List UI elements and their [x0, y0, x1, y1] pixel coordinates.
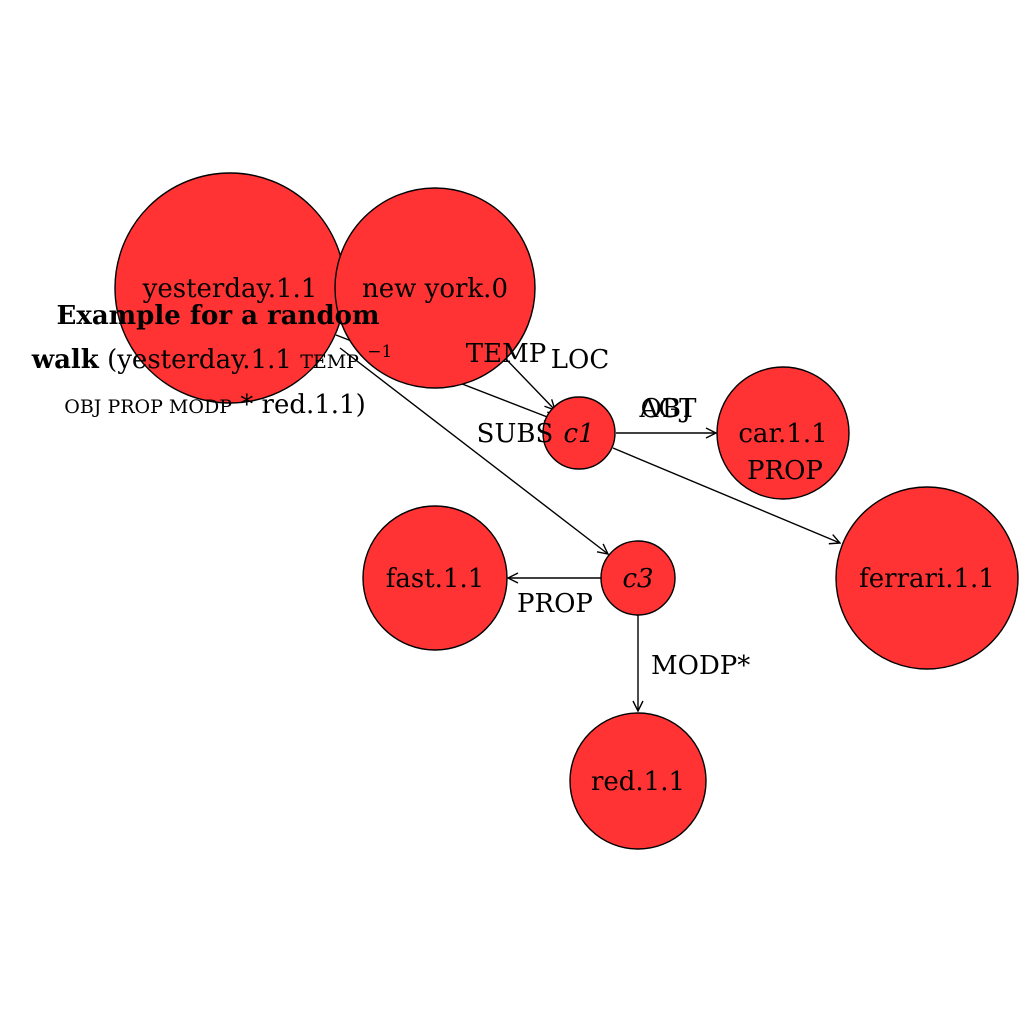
caption-end: * red.1.1): [240, 390, 365, 420]
edge-newyork-c1: [504, 357, 555, 410]
edge-label-obj: OBJ: [641, 394, 692, 424]
caption-sup: −1: [367, 342, 392, 362]
edge-yesterday-c3: [339, 347, 608, 554]
edge-c1-ferrari: [612, 447, 840, 543]
caption-line-1: Example for a random: [57, 301, 380, 331]
caption-prefix: (yesterday.1.1: [107, 345, 300, 375]
caption-temp: TEMP: [300, 351, 359, 373]
node-newyork: [334, 187, 536, 389]
node-label-c3: c3: [622, 564, 653, 594]
caption-line-2: walk (yesterday.1.1 TEMP −1: [31, 342, 393, 375]
node-label-red: red.1.1: [591, 767, 685, 797]
edge-label-loc: LOC: [551, 345, 609, 375]
caption-line-3: OBJ PROP MODP * red.1.1): [64, 390, 365, 420]
node-c1: [542, 396, 616, 470]
node-car: [716, 366, 850, 500]
edge-label-temp: TEMP: [466, 339, 546, 369]
edge-label-prop-fast: PROP: [517, 589, 593, 619]
caption-walk: walk: [31, 345, 100, 375]
node-label-newyork: new york.0: [362, 274, 508, 304]
edge-label-prop-car: PROP: [747, 456, 823, 486]
node-label-fast: fast.1.1: [386, 564, 485, 594]
node-label-yesterday: yesterday.1.1: [142, 274, 318, 304]
edge-label-subs: SUBS: [477, 419, 554, 449]
caption: Example for a random walk (yesterday.1.1…: [31, 301, 393, 420]
node-label-c1: c1: [563, 419, 594, 449]
node-ferrari: [835, 486, 1019, 670]
node-red: [569, 712, 707, 850]
node-label-car: car.1.1: [738, 419, 827, 449]
edge-label-agt: AGT: [639, 394, 698, 424]
caption-obj-prop-modp: OBJ PROP MODP: [64, 396, 232, 418]
node-fast: [362, 505, 508, 651]
node-label-ferrari: ferrari.1.1: [859, 564, 995, 594]
node-c3: [600, 540, 676, 616]
edge-label-modp: MODP*: [651, 651, 750, 681]
